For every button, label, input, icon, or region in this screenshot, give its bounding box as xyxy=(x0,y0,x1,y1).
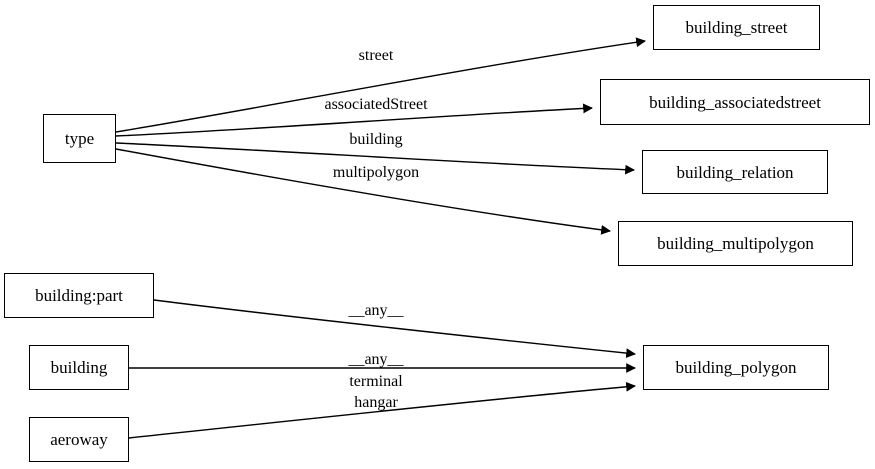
node-aeroway[interactable]: aeroway xyxy=(29,417,129,462)
edge-aeroway-building_polygon xyxy=(128,381,636,439)
node-building-part[interactable]: building:part xyxy=(4,273,154,318)
edge-label-terminal: terminal xyxy=(349,373,403,390)
node-label: building:part xyxy=(35,286,123,305)
node-label: building_multipolygon xyxy=(657,234,814,253)
edge-label-building: building xyxy=(349,131,403,148)
edge-type-building_relation xyxy=(115,142,635,175)
node-label: building xyxy=(50,358,108,377)
node-label: building_relation xyxy=(676,162,794,182)
node-label: type xyxy=(64,129,95,148)
node-label: aeroway xyxy=(50,430,108,449)
node-label: building_associatedstreet xyxy=(649,92,821,112)
edge-label-associatedstreet: associatedStreet xyxy=(324,96,428,113)
edge-label-any-building: __any__ xyxy=(348,351,404,368)
node-building-relation[interactable]: building_relation xyxy=(642,150,828,194)
node-building-multipolygon[interactable]: building_multipolygon xyxy=(618,221,853,266)
node-label: building_polygon xyxy=(675,358,797,377)
node-label: building_street xyxy=(685,18,788,37)
edge-type-building_street xyxy=(115,37,646,133)
node-type[interactable]: type xyxy=(43,114,116,163)
node-building[interactable]: building xyxy=(29,345,129,390)
edge-label-street: street xyxy=(358,47,394,64)
edge-type-building_multipolygon xyxy=(115,148,611,235)
node-building-associatedstreet[interactable]: building_associatedstreet xyxy=(600,79,870,125)
edge-label-hangar: hangar xyxy=(354,394,398,411)
edge-label-any-buildingpart: __any__ xyxy=(348,302,404,319)
edge-buildingpart-building_polygon xyxy=(153,299,636,358)
node-building-polygon[interactable]: building_polygon xyxy=(643,345,829,390)
node-building-street[interactable]: building_street xyxy=(653,5,820,50)
edge-type-building_associatedstreet xyxy=(115,103,593,137)
edge-label-multipolygon: multipolygon xyxy=(332,164,420,181)
